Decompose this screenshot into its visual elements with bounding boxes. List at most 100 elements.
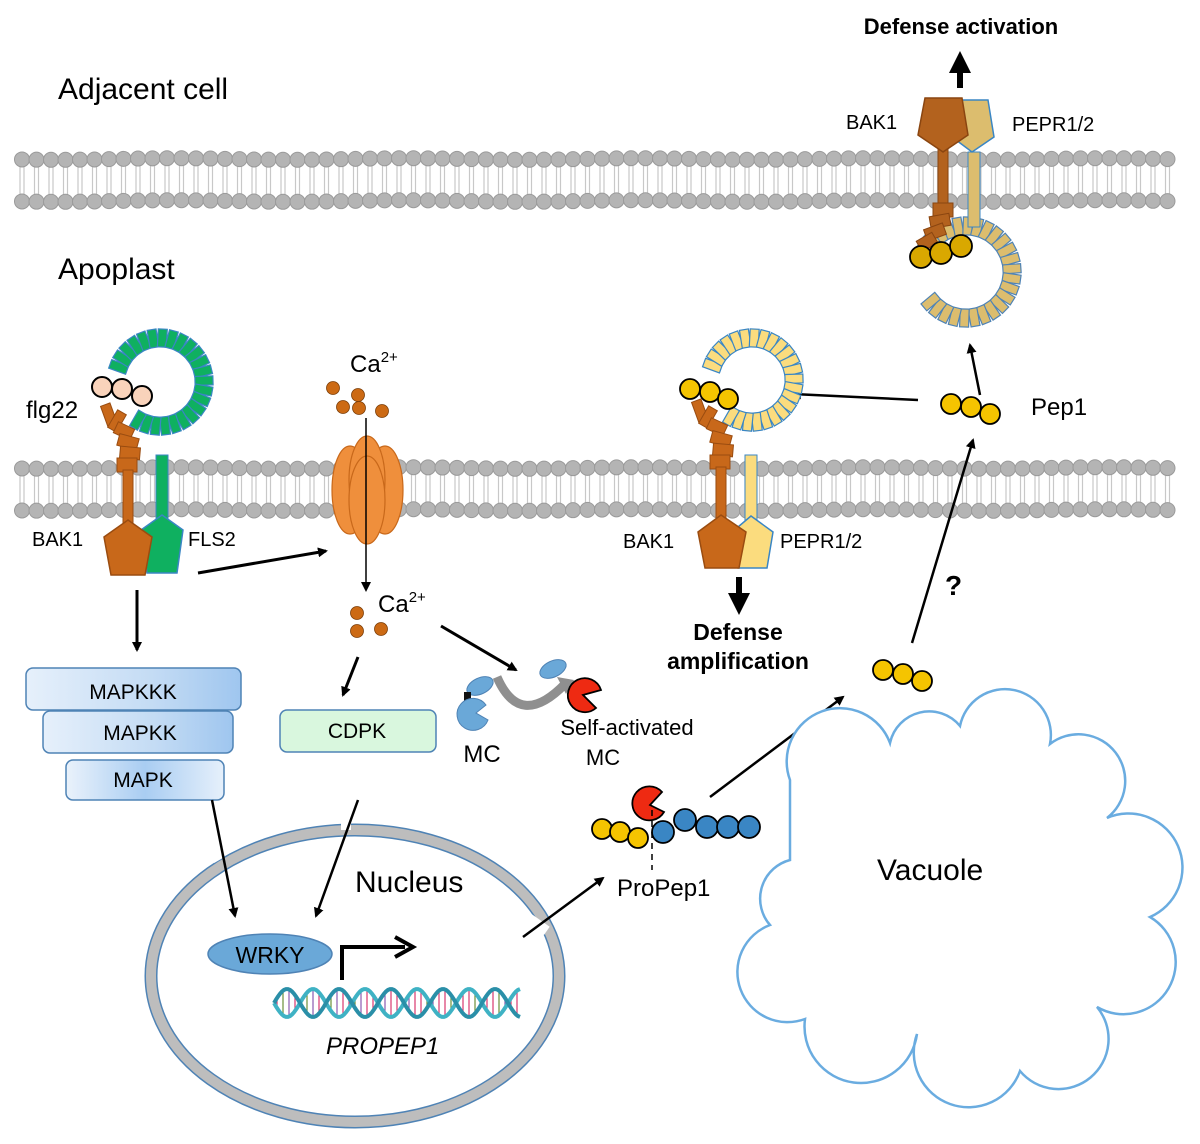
lipid-head bbox=[608, 150, 625, 167]
adjacent-cell-membrane bbox=[14, 150, 1176, 210]
lrr-repeat bbox=[984, 225, 1005, 247]
lipid-head bbox=[971, 502, 987, 519]
propep1-gene-label: PROPEP1 bbox=[326, 1033, 439, 1060]
lipid-head bbox=[72, 502, 88, 519]
dna-strand bbox=[272, 987, 521, 1019]
lipid-head bbox=[159, 150, 175, 167]
bak1-ectodomain bbox=[915, 202, 954, 253]
lipid-head bbox=[1029, 151, 1045, 168]
lipid-head bbox=[666, 192, 683, 209]
defense-amplification-label-line1: Defense bbox=[693, 619, 782, 645]
pepr-transmembrane bbox=[967, 151, 981, 228]
lipid-head bbox=[217, 150, 233, 167]
lrr-repeat bbox=[998, 279, 1020, 296]
propep1-precursor bbox=[591, 808, 761, 849]
lrr-repeat bbox=[994, 286, 1016, 306]
lipid-head bbox=[188, 192, 204, 209]
lipid-head bbox=[840, 150, 857, 167]
lipid-head bbox=[130, 192, 146, 209]
lipid-head bbox=[376, 150, 393, 167]
lipid-head bbox=[724, 193, 741, 210]
lipid-head bbox=[666, 150, 683, 167]
lipid-head bbox=[927, 460, 944, 477]
lipid-head bbox=[550, 460, 567, 477]
lipid-head bbox=[101, 193, 117, 210]
calcium-channel bbox=[331, 435, 404, 545]
lrr-repeat bbox=[967, 306, 981, 328]
lipid-head bbox=[855, 459, 871, 476]
lipid-head bbox=[318, 151, 335, 168]
lipid-head bbox=[1043, 459, 1060, 476]
mapk-cascade: MAPKKK MAPKK MAPK bbox=[25, 667, 242, 801]
self-activation-arrow bbox=[492, 675, 569, 710]
bak1-kinase-domain bbox=[103, 519, 153, 576]
lipid-head bbox=[811, 192, 828, 209]
lipid-head bbox=[318, 193, 335, 210]
lipid-head bbox=[43, 193, 59, 210]
lipid-head bbox=[507, 151, 523, 168]
lipid-head bbox=[246, 502, 262, 519]
lipid-head bbox=[202, 150, 219, 167]
lipid-head bbox=[101, 151, 117, 168]
lipid-head bbox=[86, 502, 103, 519]
lipid-head bbox=[855, 192, 871, 209]
lipid-head bbox=[1072, 192, 1089, 209]
mapkk-box bbox=[42, 710, 234, 754]
lipid-head bbox=[623, 501, 639, 518]
lipid-head bbox=[420, 459, 436, 476]
lrr-repeat bbox=[927, 297, 948, 319]
lipid-head bbox=[72, 193, 88, 210]
transcription-start-arrowhead bbox=[394, 935, 418, 959]
lipid-head bbox=[753, 151, 770, 168]
lipid-head bbox=[1087, 192, 1103, 209]
lipid-head bbox=[884, 459, 900, 476]
lipid-head bbox=[246, 460, 262, 477]
lipid-head bbox=[782, 151, 799, 168]
lipid-head bbox=[231, 193, 248, 210]
lipid-head bbox=[768, 193, 784, 210]
lipid-head bbox=[898, 150, 915, 167]
lipid-head bbox=[1043, 501, 1060, 518]
lipid-head bbox=[782, 502, 799, 519]
lipid-head bbox=[666, 501, 683, 518]
lipid-head bbox=[1116, 150, 1132, 167]
lipid-head bbox=[101, 460, 117, 477]
lipid-head bbox=[173, 459, 190, 476]
unknown-step-label: ? bbox=[945, 570, 962, 601]
mapk-box bbox=[65, 759, 225, 801]
lipid-head bbox=[304, 193, 320, 210]
lipid-head bbox=[811, 459, 828, 476]
lrr-repeat bbox=[958, 308, 970, 328]
lipid-head bbox=[1130, 501, 1147, 518]
lipid-head bbox=[536, 460, 552, 477]
lipid-head bbox=[913, 150, 929, 167]
lipid-head bbox=[869, 459, 886, 476]
lipid-head bbox=[405, 150, 422, 167]
arrow-cdpk-to-wrky bbox=[314, 799, 360, 918]
lipid-head bbox=[985, 460, 1002, 477]
lipid-head bbox=[217, 501, 233, 518]
lipid-head bbox=[231, 460, 248, 477]
lipid-head bbox=[217, 192, 233, 209]
lipid-head bbox=[782, 193, 799, 210]
lipid-head bbox=[14, 193, 30, 210]
lipid-head bbox=[478, 502, 494, 519]
pepr-bak1-complex-cell: BAK1 PEPR1/2 bbox=[623, 328, 862, 569]
lipid-head bbox=[594, 501, 610, 518]
calcium-ions-outside bbox=[326, 381, 389, 418]
lipid-head bbox=[1159, 460, 1176, 477]
lipid-head bbox=[913, 501, 929, 518]
dna-strand bbox=[272, 987, 521, 1019]
lipid-head bbox=[318, 460, 335, 477]
lipid-head bbox=[463, 460, 480, 477]
bak1-label-pepr-cell: BAK1 bbox=[623, 531, 674, 553]
lipid-head bbox=[478, 151, 494, 168]
lipid-head bbox=[289, 460, 306, 477]
lipid-head bbox=[434, 192, 451, 209]
lipid-head bbox=[159, 192, 175, 209]
lipid-head bbox=[449, 501, 465, 518]
lipid-head bbox=[1072, 150, 1089, 167]
lipid-head bbox=[260, 151, 277, 168]
lipid-head bbox=[391, 150, 407, 167]
lipid-head bbox=[826, 192, 842, 209]
